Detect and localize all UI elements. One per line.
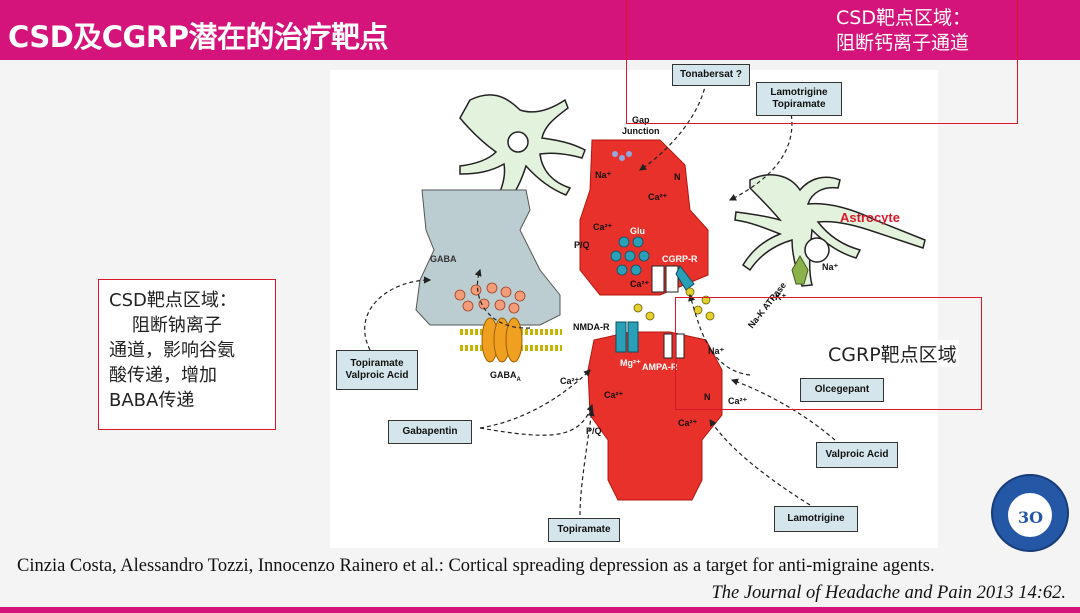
na-post-label: Na⁺ (708, 346, 725, 356)
gaba-neuron (415, 189, 561, 326)
na-k-atpase-pump (791, 254, 809, 285)
synapse-diagram (364, 81, 926, 516)
drug-valproic-acid: Valproic Acid (816, 442, 898, 468)
n-channel-label: N (674, 172, 681, 182)
citation-authors: Cinzia Costa, Alessandro Tozzi, Innocenz… (17, 556, 935, 576)
nmda-r-label: NMDA-R (573, 322, 610, 332)
n-channel-label-2: N (704, 392, 711, 402)
ca-glu-label: Ca²⁺ (630, 279, 650, 289)
pq-label: P/Q (574, 240, 590, 250)
drug-arrows (364, 81, 836, 516)
calcium-target-box (626, 0, 1018, 124)
nmda-receptor (615, 321, 639, 353)
gaba-a-receptor (460, 317, 562, 363)
ca-pq-label: Ca²⁺ (593, 222, 613, 232)
na-astro-label: Na⁺ (822, 262, 839, 272)
gaba-a-label: GABAA (490, 370, 521, 383)
drug-topiramate: Topiramate (548, 518, 620, 542)
ampa-r-label: AMPA-R (642, 362, 678, 372)
svg-text:3O: 3O (1018, 508, 1043, 527)
citation-journal: The Journal of Headache and Pain 2013 14… (711, 583, 1066, 603)
title-bar (0, 0, 1080, 60)
astrocyte-label: Astrocyte (840, 210, 900, 225)
pq-post-label: P/Q (586, 426, 602, 436)
glu-vesicles (610, 236, 650, 276)
ca-top-label: Ca²⁺ (648, 192, 668, 202)
astrocyte-top (459, 94, 586, 212)
glu-label: Glu (630, 226, 645, 236)
gap-junction (612, 151, 632, 161)
drug-gabapentin: Gabapentin (388, 420, 472, 444)
bottom-bar (0, 607, 1080, 613)
cgrp-target-label: CGRP靶点区域 (826, 340, 959, 367)
cgrp-r-label: CGRP-R (662, 254, 698, 264)
calcium-target-note: CSD靶点区域： 阻断钙离子通道 (836, 7, 971, 54)
na-top-label: Na⁺ (595, 170, 612, 180)
drug-tonabersat: Tonabersat ? (672, 64, 750, 86)
sodium-target-note: CSD靶点区域： 阻断钠离子 通道，影响谷氨 酸传递，增加 BABA传递 (98, 279, 276, 430)
slide-title: CSD及CGRP潜在的治疗靶点 (8, 20, 388, 54)
gaba-vesicles (454, 282, 526, 314)
society-logo-icon: 3O (991, 474, 1069, 552)
cgrp-target-box (675, 297, 982, 410)
astrocyte-right (734, 174, 926, 287)
ca-post4-label: Ca²⁺ (678, 418, 698, 428)
ca-post2-label: Ca²⁺ (604, 390, 624, 400)
presynaptic-neuron (579, 139, 709, 296)
drug-olcegepant: Olcegepant (800, 378, 884, 402)
ca-post3-label: Ca²⁺ (728, 396, 748, 406)
mg-label: Mg²⁺ (620, 358, 641, 368)
drug-lamotrigine: Lamotrigine (774, 506, 858, 532)
gaba-label: GABA (430, 254, 457, 264)
ca-post1-label: Ca²⁺ (560, 376, 580, 386)
ampa-receptor (663, 333, 685, 359)
cgrp-receptor (651, 265, 695, 293)
